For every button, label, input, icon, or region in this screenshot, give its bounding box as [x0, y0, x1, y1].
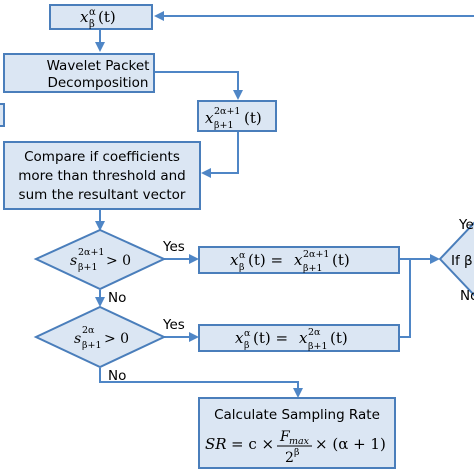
arrow-to-x-next — [154, 71, 243, 100]
assign1-rhs-sup: 2α+1 — [303, 249, 329, 260]
decision2-var: s — [74, 331, 81, 347]
sr-eq: = c × — [231, 435, 274, 453]
input-var: x — [80, 8, 89, 26]
assign1-lhs-arg: (t) = — [248, 251, 283, 269]
input-sub: β — [89, 19, 95, 30]
assign2-lhs-sup: α — [244, 328, 251, 339]
decision2-diamond: s 2α β+1 > 0 — [33, 305, 167, 369]
decision3-diamond: If β — [438, 221, 474, 297]
decision1-rest: > 0 — [106, 253, 131, 269]
decision2-sup: 2α — [82, 325, 95, 336]
decision3-no-label: No — [460, 288, 474, 304]
assign1-lhs: x — [230, 251, 239, 269]
assign2-lhs-sub: β — [244, 340, 250, 351]
input-sup: α — [89, 7, 96, 18]
decision1-sub: β+1 — [78, 262, 98, 273]
assign1-rhs-arg: (t) — [332, 251, 350, 269]
wavelet-packet-decomposition-box: Wavelet Packet Decomposition — [3, 53, 155, 93]
sr-den-sup: β — [294, 447, 300, 458]
wpd-line1: Wavelet Packet — [47, 58, 150, 74]
assign1-box: x α β (t) = x 2α+1 β+1 (t) — [198, 246, 400, 274]
next-level-signal-box: x 2α+1 β+1 (t) — [197, 100, 277, 132]
decision2-sub: β+1 — [82, 340, 102, 351]
sampling-rate-box: Calculate Sampling Rate SR = c × F max 2… — [198, 397, 396, 469]
assign2-lhs: x — [235, 329, 244, 347]
arrow-to-compare — [201, 132, 239, 178]
x-next-arg: (t) — [244, 109, 262, 127]
compare-line1: Compare if coefficients — [24, 149, 180, 165]
connectors — [95, 11, 474, 398]
decision1-yes-label: Yes — [162, 239, 185, 255]
sr-num: F — [279, 429, 291, 445]
cropped-box-left — [0, 103, 5, 127]
arrow-decision2-no — [99, 368, 303, 398]
sr-tail: × (α + 1) — [315, 435, 386, 453]
decision2-yes-label: Yes — [162, 317, 185, 333]
decision3-text: If β — [451, 253, 473, 269]
assign2-box: x α β (t) = x 2α β+1 (t) — [198, 324, 400, 352]
decision1-diamond: s 2α+1 β+1 > 0 — [33, 228, 167, 291]
assign2-rhs-arg: (t) — [330, 329, 348, 347]
assign2-rhs-sup: 2α — [308, 327, 321, 338]
sampling-title: Calculate Sampling Rate — [214, 407, 380, 423]
x-next-sup: 2α+1 — [214, 106, 240, 117]
compare-line3: sum the resultant vector — [19, 187, 186, 203]
assign1-lhs-sub: β — [239, 262, 245, 273]
decision2-rest: > 0 — [104, 331, 129, 347]
decision3-yes-label: Ye — [458, 217, 474, 233]
assign2-lhs-arg: (t) = — [253, 329, 288, 347]
input-arg: (t) — [98, 8, 116, 26]
assign1-rhs-sub: β+1 — [303, 263, 323, 274]
input-signal-box: x α β (t) — [49, 4, 153, 30]
decision1-no-label: No — [108, 290, 126, 306]
assign2-rhs: x — [299, 329, 308, 347]
decision1-var: s — [70, 253, 77, 269]
wpd-line2: Decomposition — [47, 75, 148, 91]
sr-den: 2 — [285, 450, 294, 466]
sr-lhs: SR — [205, 435, 227, 453]
arrow-assign2-join — [400, 259, 411, 338]
compare-threshold-box: Compare if coefficients more than thresh… — [3, 141, 201, 210]
sr-num-sub: max — [289, 436, 310, 447]
x-next-var: x — [205, 109, 214, 127]
assign1-lhs-sup: α — [239, 250, 246, 261]
assign2-rhs-sub: β+1 — [308, 341, 328, 352]
assign1-rhs: x — [294, 251, 303, 269]
x-next-sub: β+1 — [214, 120, 234, 131]
decision2-no-label: No — [108, 368, 126, 384]
compare-line2: more than threshold and — [18, 168, 186, 184]
decision1-sup: 2α+1 — [78, 247, 104, 258]
